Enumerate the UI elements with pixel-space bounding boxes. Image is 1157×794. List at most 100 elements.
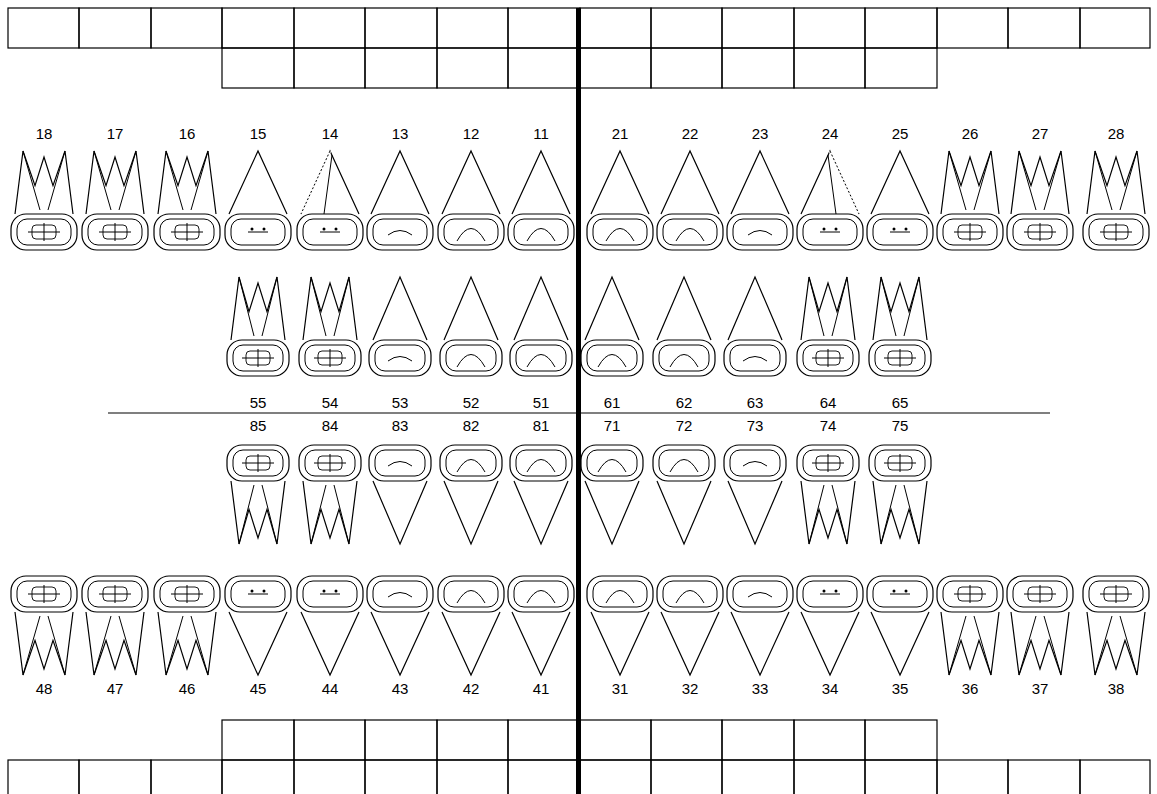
tooth-symbol xyxy=(299,277,361,376)
chart-cell xyxy=(580,760,651,794)
tooth-number: 35 xyxy=(890,680,911,697)
chart-cell xyxy=(794,720,865,760)
chart-cell xyxy=(8,760,79,794)
tooth-symbol xyxy=(369,445,431,544)
chart-cell xyxy=(365,720,437,760)
chart-cell xyxy=(865,760,937,794)
tooth-symbol xyxy=(82,151,148,250)
tooth-number: 55 xyxy=(248,394,269,411)
tooth-symbol xyxy=(724,445,786,544)
tooth-number: 31 xyxy=(610,680,631,697)
tooth-symbol xyxy=(367,576,433,675)
tooth-symbol xyxy=(154,576,220,675)
tooth-symbol xyxy=(727,576,793,675)
chart-cell xyxy=(580,48,651,88)
tooth-symbol xyxy=(657,151,723,250)
chart-cell xyxy=(1080,8,1150,48)
tooth-symbol xyxy=(510,445,572,544)
chart-cell xyxy=(1008,8,1080,48)
chart-cell xyxy=(508,720,580,760)
tooth-symbol xyxy=(438,576,504,675)
chart-cell xyxy=(365,760,437,794)
tooth-number: 65 xyxy=(890,394,911,411)
chart-cell xyxy=(722,760,794,794)
tooth-symbol xyxy=(657,576,723,675)
chart-cell xyxy=(1008,760,1080,794)
chart-cell xyxy=(222,720,294,760)
tooth-symbol xyxy=(227,445,289,544)
tooth-symbol xyxy=(227,277,289,376)
tooth-symbol xyxy=(297,576,363,675)
chart-cell xyxy=(365,48,437,88)
chart-cell xyxy=(865,48,937,88)
chart-cell xyxy=(580,8,651,48)
tooth-symbol xyxy=(937,576,1003,675)
tooth-number: 54 xyxy=(320,394,341,411)
tooth-number: 85 xyxy=(248,417,269,434)
tooth-number: 75 xyxy=(890,417,911,434)
chart-cell xyxy=(865,8,937,48)
tooth-number: 23 xyxy=(750,125,771,142)
tooth-symbol xyxy=(937,151,1003,250)
chart-cell xyxy=(508,760,580,794)
tooth-number: 32 xyxy=(680,680,701,697)
tooth-symbol xyxy=(82,576,148,675)
tooth-number: 46 xyxy=(177,680,198,697)
chart-cell xyxy=(294,8,365,48)
tooth-symbol xyxy=(867,576,933,675)
chart-cell xyxy=(722,48,794,88)
tooth-symbol xyxy=(297,151,363,250)
chart-cell xyxy=(794,760,865,794)
tooth-number: 83 xyxy=(390,417,411,434)
chart-cell xyxy=(437,720,508,760)
chart-cell xyxy=(508,48,580,88)
tooth-number: 37 xyxy=(1030,680,1051,697)
chart-grid xyxy=(8,8,1150,794)
chart-cell xyxy=(508,8,580,48)
chart-cell xyxy=(222,48,294,88)
chart-cell xyxy=(294,720,365,760)
tooth-symbol xyxy=(587,151,653,250)
tooth-symbol xyxy=(867,151,933,250)
tooth-symbol xyxy=(510,277,572,376)
tooth-symbol xyxy=(797,445,859,544)
chart-cell xyxy=(294,48,365,88)
tooth-symbol xyxy=(797,277,859,376)
tooth-symbol xyxy=(225,576,291,675)
tooth-number: 48 xyxy=(34,680,55,697)
tooth-number: 61 xyxy=(602,394,623,411)
tooth-number: 81 xyxy=(531,417,552,434)
tooth-number: 41 xyxy=(531,680,552,697)
tooth-number: 15 xyxy=(248,125,269,142)
chart-cell xyxy=(865,720,937,760)
tooth-symbol xyxy=(508,151,574,250)
chart-cell xyxy=(722,8,794,48)
chart-cell xyxy=(79,8,151,48)
tooth-number: 63 xyxy=(745,394,766,411)
tooth-number: 18 xyxy=(34,125,55,142)
tooth-number: 82 xyxy=(461,417,482,434)
tooth-symbol xyxy=(587,576,653,675)
tooth-number: 84 xyxy=(320,417,341,434)
tooth-symbol xyxy=(508,576,574,675)
tooth-number: 36 xyxy=(960,680,981,697)
chart-cell xyxy=(151,760,222,794)
tooth-number: 51 xyxy=(531,394,552,411)
tooth-number: 34 xyxy=(820,680,841,697)
chart-cell xyxy=(794,8,865,48)
tooth-number: 52 xyxy=(461,394,482,411)
tooth-number: 22 xyxy=(680,125,701,142)
tooth-symbol xyxy=(797,151,863,250)
tooth-symbol xyxy=(1007,576,1073,675)
chart-cell xyxy=(437,760,508,794)
tooth-symbol xyxy=(1083,151,1149,250)
chart-cell xyxy=(651,720,722,760)
chart-cell xyxy=(8,8,79,48)
tooth-symbol xyxy=(869,277,931,376)
tooth-number: 14 xyxy=(320,125,341,142)
chart-cell xyxy=(151,8,222,48)
tooth-number: 44 xyxy=(320,680,341,697)
chart-cell xyxy=(651,8,722,48)
tooth-symbol xyxy=(581,445,643,544)
tooth-symbol xyxy=(11,576,77,675)
